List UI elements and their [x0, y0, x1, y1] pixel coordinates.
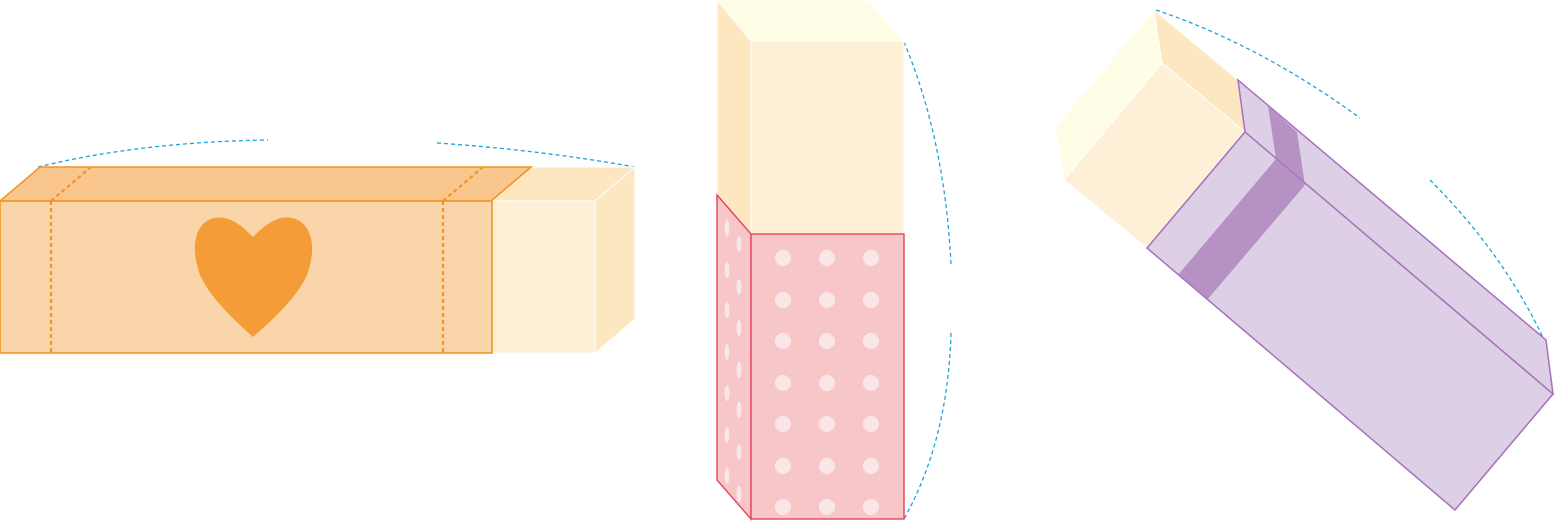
- guide-arc-upper: [1155, 9, 1361, 119]
- sleeve-side-dot: [724, 220, 730, 236]
- sleeve-side-dot: [724, 302, 730, 318]
- inner-box-side: [716, 0, 752, 236]
- sleeve-dot: [863, 375, 879, 391]
- sleeve-dot: [863, 499, 879, 515]
- sleeve-dot: [775, 416, 791, 432]
- sleeve-dot: [775, 292, 791, 308]
- guide-arc-upper: [903, 41, 952, 266]
- figure-tilted-box: [1054, 8, 1554, 511]
- heart-icon: [194, 217, 313, 337]
- sleeve-top-fold-right: [442, 166, 484, 202]
- sleeve-dot: [863, 292, 879, 308]
- sleeve-band-top: [1268, 106, 1305, 185]
- sleeve-side-dot: [736, 362, 742, 378]
- figure-vertical-box: [716, 0, 952, 521]
- figure-horizontal-box: [0, 139, 637, 355]
- sleeve-dot: [775, 333, 791, 349]
- guide-arc-right: [436, 142, 636, 168]
- guide-arc-lower: [1429, 179, 1546, 343]
- sleeve-side-dot: [724, 344, 730, 360]
- sleeve-side-dot: [736, 279, 742, 295]
- inner-box-front: [750, 40, 905, 235]
- sleeve-dot-pattern: [775, 250, 879, 515]
- sleeve-band-front: [1178, 159, 1305, 300]
- inner-box-front: [490, 200, 596, 354]
- sleeve-dot: [819, 375, 835, 391]
- sleeve-side-dot: [724, 468, 730, 484]
- sleeve-side-dot: [724, 427, 730, 443]
- sleeve-top: [0, 166, 534, 202]
- sleeve-dot: [819, 292, 835, 308]
- sleeve-side-dot-pattern: [724, 220, 742, 502]
- sleeve-dot: [863, 333, 879, 349]
- sleeve-side-dot: [736, 236, 742, 252]
- sleeve-dot: [775, 499, 791, 515]
- sleeve-dot: [775, 458, 791, 474]
- sleeve-dot: [863, 416, 879, 432]
- sleeve-dot: [819, 416, 835, 432]
- sleeve-dot: [863, 458, 879, 474]
- guide-arc-left: [37, 139, 269, 168]
- sleeve-side: [716, 193, 752, 521]
- sleeve-dot: [819, 458, 835, 474]
- inner-box-side: [594, 165, 636, 355]
- sleeve-top-fold-left: [50, 166, 92, 202]
- sleeve-dot: [775, 375, 791, 391]
- sleeve-side-dot: [736, 486, 742, 502]
- sleeve-dot: [819, 499, 835, 515]
- sleeve-side-dot: [724, 385, 730, 401]
- sleeve-dot: [819, 333, 835, 349]
- sleeve-side-dot: [736, 444, 742, 460]
- sleeve-side-dot: [736, 320, 742, 336]
- sleeve-dot: [819, 250, 835, 266]
- sleeve-dot: [863, 250, 879, 266]
- sleeve-dot: [775, 250, 791, 266]
- sleeve-edge: [1244, 131, 1554, 395]
- guide-arc-lower: [903, 332, 952, 520]
- sleeve-side-dot: [724, 262, 730, 278]
- sleeve-side-dot: [736, 402, 742, 418]
